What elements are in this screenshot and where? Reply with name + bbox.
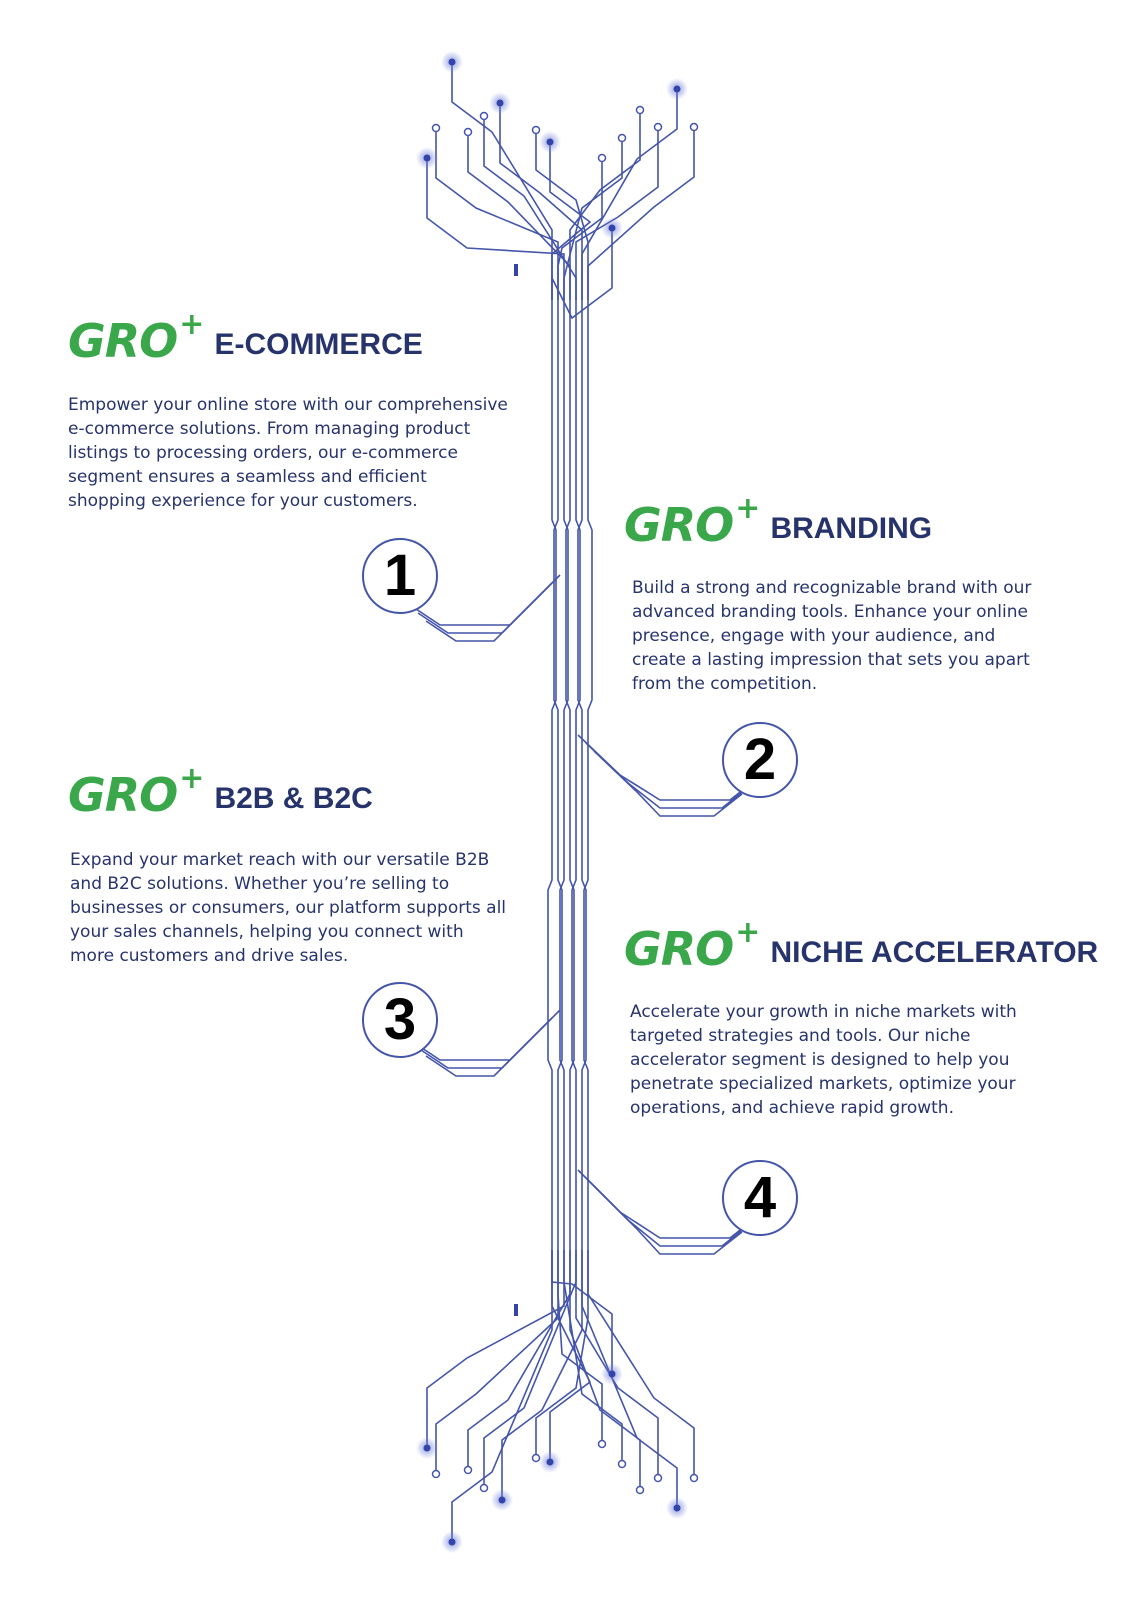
- circuit-node: [431, 123, 441, 133]
- brand-plus-sign: +: [179, 761, 205, 796]
- brand-plus-sign: +: [735, 491, 761, 526]
- brand-logo: GRO: [68, 768, 178, 822]
- circuit-node: [597, 1439, 607, 1449]
- circuit-node: [479, 1483, 489, 1493]
- circuit-trace: [425, 1025, 545, 1077]
- circuit-node: [531, 125, 541, 135]
- circuit-trace: [575, 127, 659, 300]
- heading-niche-accelerator: GRO + NICHE ACCELERATOR: [624, 918, 1099, 976]
- circuit-trace: [557, 158, 603, 300]
- circuit-endpoint: [546, 1458, 554, 1466]
- circuit-node: [689, 122, 699, 132]
- circuit-trace: [581, 89, 678, 300]
- circuit-endpoint: [673, 1504, 681, 1512]
- circuit-trace: [583, 300, 593, 1250]
- circuit-trace: [587, 1250, 695, 1478]
- circuit-trace: [551, 228, 613, 320]
- heading-branding: GRO + BRANDING: [624, 494, 933, 552]
- circuit-endpoint: [546, 138, 554, 146]
- step-number-badge: 4: [722, 1160, 798, 1236]
- section-title: BRANDING: [770, 512, 933, 545]
- circuit-trace: [435, 1250, 559, 1474]
- brand-logo: GRO: [624, 922, 734, 976]
- heading-ecommerce: GRO + E-COMMERCE: [68, 310, 423, 368]
- circuit-node: [617, 1459, 627, 1469]
- section-description: Empower your online store with our compr…: [68, 395, 508, 511]
- step-number: 1: [383, 543, 417, 608]
- circuit-node: [479, 111, 489, 121]
- circuit-node: [635, 1485, 645, 1495]
- step-number: 3: [383, 987, 417, 1052]
- circuit-endpoint: [423, 154, 431, 162]
- circuit-trunk: [547, 300, 593, 1250]
- circuit-trace: [549, 142, 592, 300]
- circuit-node: [689, 1473, 699, 1483]
- circuit-component: [514, 264, 518, 276]
- circuit-trace: [587, 127, 695, 300]
- circuit-trace: [565, 300, 575, 1250]
- circuit-trace: [559, 300, 569, 1250]
- section-description: Expand your market reach with our versat…: [70, 850, 507, 966]
- step-number-badge: 1: [362, 538, 438, 614]
- circuit-node: [531, 1453, 541, 1463]
- circuit-node: [635, 105, 645, 115]
- circuit-trace: [426, 1250, 565, 1448]
- circuit-node: [463, 1465, 473, 1475]
- circuit-endpoint: [448, 1538, 456, 1546]
- step-number-badge: 3: [362, 982, 438, 1058]
- circuit-trace: [426, 158, 565, 300]
- circuit-endpoint: [673, 85, 681, 93]
- circuit-node: [597, 153, 607, 163]
- circuit-trace: [569, 1250, 641, 1490]
- circuit-node: [431, 1469, 441, 1479]
- circuit-terminals: [416, 51, 699, 1553]
- circuit-endpoint: [423, 1444, 431, 1452]
- section-description: Build a strong and recognizable brand wi…: [632, 578, 1032, 694]
- circuit-endpoint: [448, 58, 456, 66]
- circuit-endpoint: [496, 99, 504, 107]
- circuit-trace: [425, 590, 545, 642]
- circuit-node: [463, 127, 473, 137]
- circuit-trace: [563, 1250, 623, 1464]
- circuit-bottom-branches: [426, 1250, 695, 1542]
- step-number: 2: [743, 727, 777, 792]
- circuit-trace: [593, 1185, 743, 1255]
- circuit-trace: [553, 300, 563, 1250]
- circuit-top-branches: [426, 62, 695, 320]
- circuit-trace: [577, 300, 587, 1250]
- circuit-trace: [435, 128, 559, 300]
- circuit-trace: [557, 1250, 603, 1444]
- section-title: NICHE ACCELERATOR: [770, 936, 1099, 969]
- circuit-node: [653, 1473, 663, 1483]
- heading-b2b-b2c: GRO + B2B & B2C: [68, 764, 373, 822]
- circuit-trace: [571, 300, 581, 1250]
- brand-plus-sign: +: [179, 307, 205, 342]
- circuit-trace: [593, 750, 743, 817]
- section-title: B2B & B2C: [214, 782, 373, 815]
- circuit-endpoint: [498, 1496, 506, 1504]
- circuit-node: [653, 122, 663, 132]
- circuit-trace: [581, 1250, 678, 1508]
- step-number: 4: [743, 1165, 777, 1230]
- circuit-side-branches: [409, 574, 759, 1255]
- circuit-trace: [483, 116, 577, 300]
- circuit-endpoint: [608, 1370, 616, 1378]
- circuit-trace: [551, 1250, 613, 1374]
- circuit-trace: [547, 300, 557, 1250]
- brand-logo: GRO: [68, 314, 178, 368]
- circuit-trace: [563, 138, 623, 300]
- section-description: Accelerate your growth in niche markets …: [630, 1002, 1017, 1118]
- step-number-badge: 2: [722, 722, 798, 798]
- circuit-trace: [569, 110, 641, 300]
- section-title: E-COMMERCE: [214, 328, 423, 361]
- circuit-endpoint: [608, 224, 616, 232]
- circuit-trace: [535, 130, 589, 300]
- brand-plus-sign: +: [735, 915, 761, 950]
- circuit-component: [514, 1304, 518, 1316]
- brand-logo: GRO: [624, 498, 734, 552]
- circuit-trace: [575, 1250, 659, 1478]
- circuit-node: [617, 133, 627, 143]
